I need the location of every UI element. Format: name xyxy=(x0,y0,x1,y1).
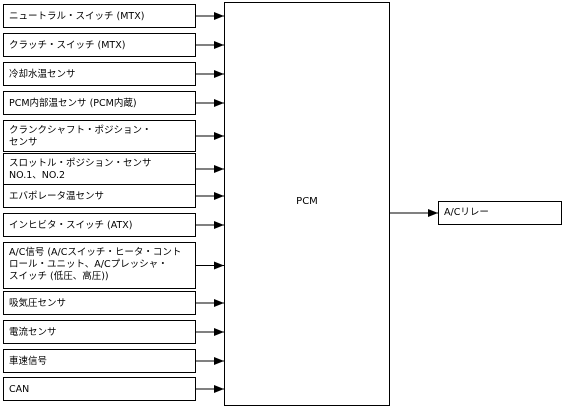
input-label-9: A/C信号 (A/Cスイッチ・ヒータ・コント ロール・ユニット、A/Cプレッシャ… xyxy=(9,247,182,282)
input-box-8: インヒビタ・スイッチ (ATX) xyxy=(3,213,196,237)
pcm-label: PCM xyxy=(296,196,318,207)
input-box-7: エバポレータ温センサ xyxy=(3,184,196,208)
input-box-10: 吸気圧センサ xyxy=(3,291,196,315)
input-box-9: A/C信号 (A/Cスイッチ・ヒータ・コント ロール・ユニット、A/Cプレッシャ… xyxy=(3,242,196,289)
input-label-5: クランクシャフト・ポジション・ センサ xyxy=(9,125,152,148)
input-box-12: 車速信号 xyxy=(3,349,196,373)
input-box-3: 冷却水温センサ xyxy=(3,62,196,86)
input-label-6: スロットル・ポジション・センサ NO.1、NO.2 xyxy=(9,158,152,181)
input-label-12: 車速信号 xyxy=(9,356,48,367)
input-box-1: ニュートラル・スイッチ (MTX) xyxy=(3,4,196,28)
input-box-6: スロットル・ポジション・センサ NO.1、NO.2 xyxy=(3,153,196,185)
input-label-2: クラッチ・スイッチ (MTX) xyxy=(9,40,126,51)
input-label-7: エバポレータ温センサ xyxy=(9,191,105,202)
pcm-block: PCM xyxy=(224,2,390,406)
input-label-8: インヒビタ・スイッチ (ATX) xyxy=(9,220,133,231)
input-box-4: PCM内部温センサ (PCM内蔵) xyxy=(3,91,196,115)
input-box-2: クラッチ・スイッチ (MTX) xyxy=(3,33,196,57)
input-box-13: CAN xyxy=(3,377,196,401)
ac-relay-label: A/Cリレー xyxy=(444,207,489,218)
input-label-4: PCM内部温センサ (PCM内蔵) xyxy=(9,98,137,109)
input-label-11: 電流センサ xyxy=(9,327,57,338)
input-label-13: CAN xyxy=(9,384,30,395)
input-label-3: 冷却水温センサ xyxy=(9,69,76,80)
input-box-5: クランクシャフト・ポジション・ センサ xyxy=(3,120,196,152)
ac-relay-box: A/Cリレー xyxy=(438,201,562,225)
input-label-1: ニュートラル・スイッチ (MTX) xyxy=(9,11,145,22)
input-box-11: 電流センサ xyxy=(3,320,196,344)
input-label-10: 吸気圧センサ xyxy=(9,298,67,309)
